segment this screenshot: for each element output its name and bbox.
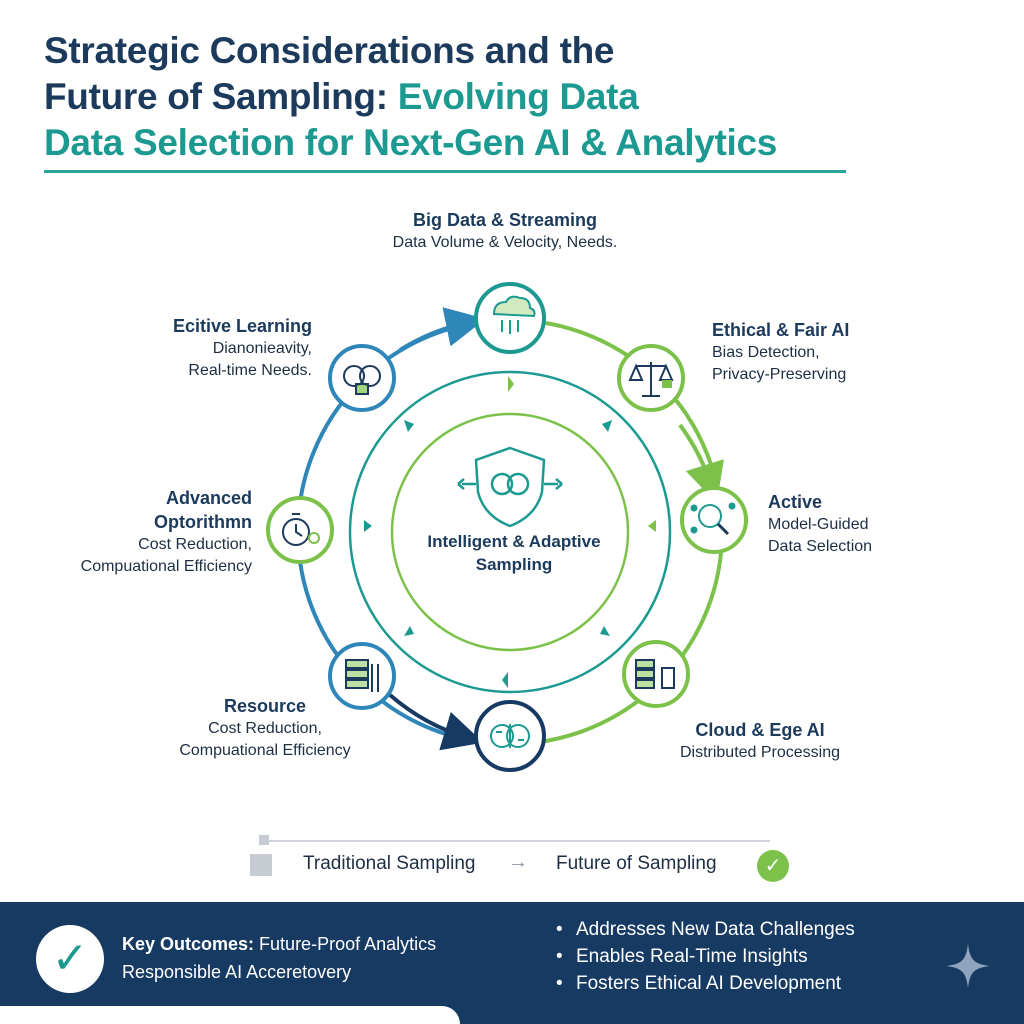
node-title: Resource xyxy=(223,696,307,716)
node-desc: Data Volume & Velocity, Needs. xyxy=(392,234,618,251)
list-item: Addresses New Data Challenges xyxy=(556,916,855,943)
node-desc: Bias Detection, xyxy=(712,344,820,361)
middle-ring xyxy=(348,370,672,694)
key-outcomes-label: Key Outcomes: xyxy=(122,934,255,954)
server-device-icon xyxy=(635,659,675,689)
node-ecitive[interactable] xyxy=(328,344,396,412)
chevron-marker xyxy=(364,520,372,532)
legend-tick xyxy=(259,835,269,845)
node-ethical[interactable] xyxy=(617,344,685,412)
node-advanced[interactable] xyxy=(266,496,334,564)
node-title-2: Optorithmn xyxy=(154,512,252,532)
key-outcomes-text: Future-Proof Analytics xyxy=(254,934,437,954)
node-desc: Cost Reduction, xyxy=(138,536,252,553)
node-desc: Distributed Processing xyxy=(679,744,841,761)
legend-from: Traditional Sampling xyxy=(303,853,476,874)
node-title: Ecitive Learning xyxy=(172,316,312,336)
node-desc: Data Selection xyxy=(768,538,873,555)
shield-brain-icon xyxy=(457,446,563,528)
label-ecitive: Ecitive Learning Dianonieavity, Real-tim… xyxy=(100,314,312,382)
title-line-2-dark: Future of Sampling: xyxy=(44,76,398,117)
chevron-marker xyxy=(600,626,610,636)
node-desc: Model-Guided xyxy=(768,516,869,533)
sparkle-icon xyxy=(946,944,990,988)
label-cloud-edge: Cloud & Ege AI Distributed Processing xyxy=(640,718,880,764)
chevron-marker xyxy=(404,420,414,432)
node-desc: Compuational Efficiency xyxy=(80,558,252,575)
key-outcomes: Key Outcomes: Future-Proof Analytics Res… xyxy=(122,930,436,986)
arrow-bottom-left xyxy=(388,693,484,751)
magnifier-network-icon xyxy=(690,502,736,536)
list-item: Enables Real-Time Insights xyxy=(556,943,855,970)
node-resource[interactable] xyxy=(328,642,396,710)
key-outcomes-line-2: Responsible AI Acceretovery xyxy=(122,962,352,982)
scales-icon xyxy=(628,362,674,397)
center-label: Intelligent & Adaptive Sampling xyxy=(400,530,628,576)
node-title: Ethical & Fair AI xyxy=(712,320,850,340)
label-big-data: Big Data & Streaming Data Volume & Veloc… xyxy=(370,208,640,254)
node-big-data[interactable] xyxy=(474,282,546,354)
outcome-list: Addresses New Data Challenges Enables Re… xyxy=(556,916,855,997)
arrow-right-icon: → xyxy=(508,851,528,873)
cloud-data-icon xyxy=(492,295,536,334)
node-desc: Real-time Needs. xyxy=(188,362,312,379)
footer-check-icon: ✓ xyxy=(36,925,104,993)
node-title: Big Data & Streaming xyxy=(412,210,598,230)
node-cloud-edge[interactable] xyxy=(622,640,690,708)
title-line-2-accent: Evolving Data xyxy=(397,76,639,117)
brain-circuit-icon xyxy=(490,724,530,748)
chevron-marker xyxy=(648,520,656,532)
node-title: Active xyxy=(768,492,823,512)
list-item: Fosters Ethical AI Development xyxy=(556,970,855,997)
chevron-marker xyxy=(404,626,414,636)
node-center-bottom[interactable] xyxy=(474,700,546,772)
arrow-top-left xyxy=(398,307,486,352)
node-desc: Dianonieavity, xyxy=(212,340,312,357)
inner-ring xyxy=(390,412,630,652)
check-icon: ✓ xyxy=(757,850,789,882)
node-title: Cloud & Ege AI xyxy=(695,720,825,740)
stopwatch-gear-icon xyxy=(282,513,320,546)
chevron-marker xyxy=(502,672,508,688)
label-resource: Resource Cost Reduction, Compuational Ef… xyxy=(140,694,390,762)
footer-notch xyxy=(0,1006,460,1024)
arrow-right xyxy=(678,423,724,504)
title-line-3: Data Selection for Next-Gen AI & Analyti… xyxy=(44,122,778,163)
center-label-line-1: Intelligent & Adaptive xyxy=(427,532,601,551)
node-desc: Compuational Efficiency xyxy=(179,742,351,759)
center-label-line-2: Sampling xyxy=(475,555,553,574)
node-desc: Privacy-Preserving xyxy=(712,366,847,383)
server-stack-icon xyxy=(345,659,379,692)
legend-to: Future of Sampling xyxy=(556,853,717,874)
node-title: Advanced xyxy=(165,488,252,508)
page-title: Strategic Considerations and the Future … xyxy=(44,28,944,166)
title-underline xyxy=(44,170,846,173)
chevron-marker xyxy=(602,420,612,432)
node-desc: Cost Reduction, xyxy=(208,720,322,737)
brain-lock-icon xyxy=(343,365,381,395)
label-advanced: Advanced Optorithmn Cost Reduction, Comp… xyxy=(30,486,252,578)
node-active[interactable] xyxy=(680,486,748,554)
label-active: Active Model-Guided Data Selection xyxy=(768,490,968,558)
legend-divider xyxy=(262,840,770,842)
chevron-marker xyxy=(508,376,514,392)
legend-square-icon xyxy=(250,854,272,876)
label-ethical: Ethical & Fair AI Bias Detection, Privac… xyxy=(712,318,912,386)
title-line-1: Strategic Considerations and the xyxy=(44,30,615,71)
